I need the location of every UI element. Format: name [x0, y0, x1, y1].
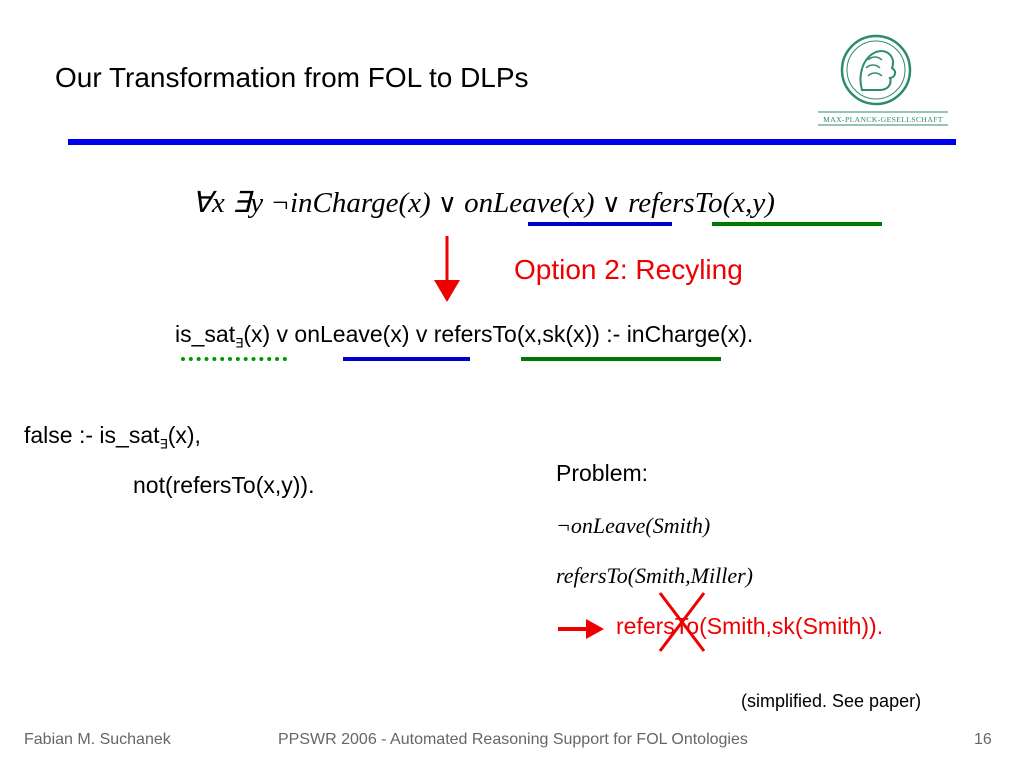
constraint-line-2: not(refersTo(x,y)). [133, 472, 315, 498]
logo-text: MAX-PLANCK-GESELLSCHAFT [823, 115, 943, 124]
slide-title: Our Transformation from FOL to DLPs [55, 62, 529, 93]
dlp-rule: is_sat∃(x) v onLeave(x) v refersTo(x,sk(… [175, 321, 753, 352]
refersto-underline-green [521, 357, 721, 361]
exists-subscript: ∃ [159, 436, 168, 452]
problem-label: Problem: [556, 460, 649, 486]
simplified-note: (simplified. See paper) [741, 691, 922, 711]
neg-incharge-literal: ¬inCharge(x) [270, 187, 431, 219]
page-number: 16 [974, 731, 992, 748]
title-divider [68, 139, 956, 145]
problem-fact-1: ¬onLeave(Smith) [556, 513, 711, 538]
refersto-underline-green [712, 222, 882, 226]
is-sat-underline-dotted [181, 357, 287, 361]
onleave-underline-blue [343, 357, 470, 361]
onleave-underline-blue [528, 222, 672, 226]
or-symbol: ∨ [594, 188, 629, 218]
onleave-literal: onLeave(x) [464, 187, 595, 219]
exists-subscript: ∃ [235, 335, 244, 351]
problem-conclusion: refersTo(Smith,sk(Smith)). [616, 613, 884, 639]
max-planck-logo: MAX-PLANCK-GESELLSCHAFT [818, 32, 948, 128]
or-symbol: ∨ [430, 188, 465, 218]
quantifiers: ∀x ∃y [192, 187, 271, 219]
cross-out-icon [656, 589, 708, 655]
option-label: Option 2: Recyling [514, 254, 743, 285]
footer-author: Fabian M. Suchanek [24, 731, 171, 748]
problem-fact-2: refersTo(Smith,Miller) [556, 563, 753, 588]
constraint-prefix: false :- is_sat [24, 422, 160, 448]
refersto-literal: refersTo(x,y) [628, 187, 775, 219]
constraint-line-1: false :- is_sat∃(x), [24, 422, 201, 453]
is-sat-head: is_sat [175, 321, 236, 347]
constraint-suffix: (x), [167, 422, 201, 448]
down-arrow-icon [430, 236, 464, 304]
footer-conference: PPSWR 2006 - Automated Reasoning Support… [278, 731, 748, 748]
rule-body: (x) v onLeave(x) v refersTo(x,sk(x)) :- … [243, 321, 754, 347]
right-arrow-icon [558, 617, 606, 641]
fol-formula: ∀x ∃y ¬inCharge(x) ∨ onLeave(x) ∨ refers… [192, 185, 775, 220]
